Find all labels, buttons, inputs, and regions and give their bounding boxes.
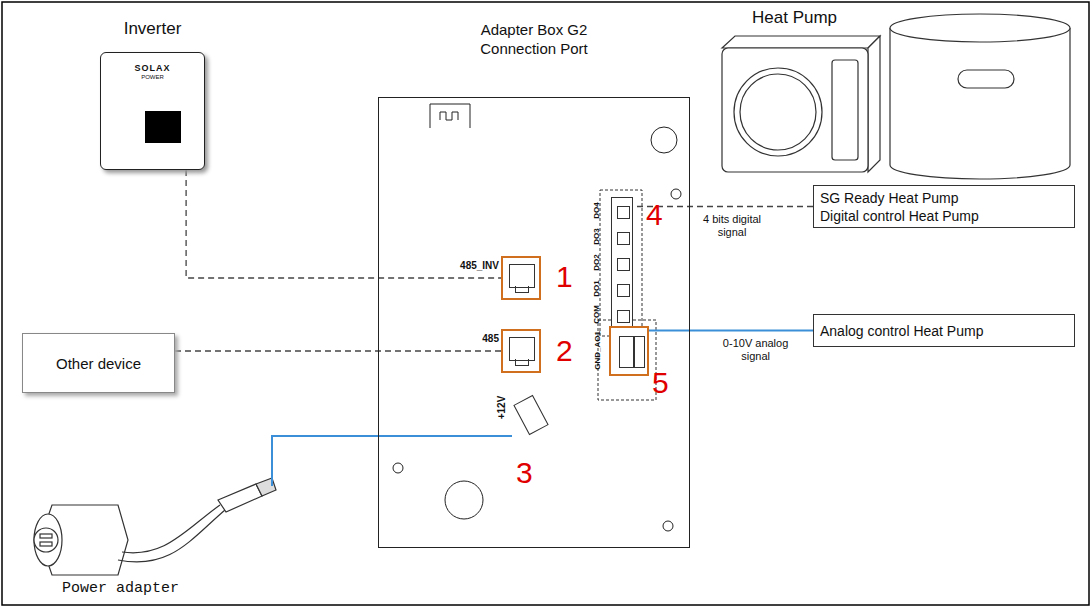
port-label: 485_INV <box>460 260 499 271</box>
inverter-box: InverterSOLAXPOWER <box>100 52 205 170</box>
power-jack: +12V <box>506 396 546 434</box>
power-adapter-illustration <box>118 510 225 562</box>
power-adapter-illustration <box>34 514 62 566</box>
signal-label: 0-10V analog signal <box>718 336 794 364</box>
terminal-slot <box>617 258 630 271</box>
heat-pump-illustration <box>890 28 1070 179</box>
signal-label: 4 bits digital signal <box>691 212 773 240</box>
port-label: 485 <box>482 333 499 344</box>
terminal-slot <box>617 206 630 219</box>
node-text: Analog control Heat Pump <box>820 323 983 339</box>
board-details <box>671 189 681 199</box>
heat-pump-illustration <box>958 70 1014 88</box>
illustration-label: Heat Pump <box>752 8 837 28</box>
jack-socket <box>509 264 535 288</box>
power-adapter-illustration <box>34 528 58 552</box>
terminal-slot <box>617 310 630 323</box>
jack-clip <box>515 359 529 366</box>
heat-pump-illustration <box>734 68 822 156</box>
adapter-board: Adapter Box G2 Connection Port485_INV485… <box>378 97 690 548</box>
heat-pump-illustration <box>832 60 858 160</box>
port-label: +12V <box>496 396 507 420</box>
power-adapter-illustration <box>40 542 52 546</box>
node-text: SG Ready Heat Pump <box>820 189 1068 207</box>
terminal-slot <box>617 284 630 297</box>
terminal-outline <box>600 190 642 336</box>
heat-pump-box: Analog control Heat Pump <box>813 314 1075 347</box>
node-text: Other device <box>56 355 141 372</box>
node-heading: Inverter <box>124 19 182 39</box>
jack-clip <box>515 286 529 293</box>
power-adapter-illustration <box>122 505 220 553</box>
signal-cable <box>175 350 501 351</box>
pin-label: DO2 <box>592 253 601 273</box>
signal-cable <box>649 330 813 332</box>
brand-logo: SOLAX <box>134 63 170 73</box>
heat-pump-illustration <box>722 48 868 172</box>
board-details <box>430 104 470 128</box>
pin-label: DO1 <box>592 279 601 299</box>
heat-pump-illustration <box>722 14 1070 179</box>
node-text: Digital control Heat Pump <box>820 207 1068 225</box>
power-adapter-illustration <box>34 478 276 575</box>
board-details <box>393 463 403 473</box>
terminal-slot <box>633 336 645 368</box>
heat-pump-illustration <box>890 14 1070 42</box>
pin-label: GND_AO1 <box>593 331 602 371</box>
board-details <box>663 521 673 531</box>
callout-number: 1 <box>556 262 573 292</box>
board-details <box>393 104 681 531</box>
pin-label: COM <box>592 305 601 325</box>
illustration-label: Power adapter <box>62 580 179 597</box>
analog-terminal: GND_AO1 <box>609 326 649 376</box>
heat-pump-illustration <box>740 74 816 150</box>
jack-socket <box>509 337 535 361</box>
heat-pump-illustration <box>722 36 880 48</box>
digital-terminal: DO4DO3DO2DO1COM <box>611 197 633 331</box>
node-heading: Adapter Box G2 Connection Port <box>464 20 604 58</box>
callout-number: 2 <box>556 336 573 366</box>
board-details <box>445 481 483 519</box>
brand-logo: POWER <box>141 74 164 80</box>
display-screen <box>145 111 181 143</box>
power-adapter-illustration <box>40 534 52 538</box>
callout-number: 5 <box>652 368 669 398</box>
board-details <box>440 112 458 120</box>
terminal-outline <box>598 320 656 400</box>
power-adapter-illustration <box>218 484 262 512</box>
heat-pump-illustration <box>868 36 880 172</box>
terminal-slot <box>617 232 630 245</box>
heat-pump-box: SG Ready Heat PumpDigital control Heat P… <box>813 185 1075 228</box>
callout-number: 4 <box>646 200 663 230</box>
board-details <box>651 127 677 153</box>
pin-label: DO4 <box>592 201 601 221</box>
callout-number: 3 <box>516 458 533 488</box>
power-cable <box>272 436 512 486</box>
signal-cable <box>186 170 501 278</box>
dc-jack <box>513 395 548 435</box>
rj45-port: 485_INV <box>501 256 541 300</box>
rj45-port: 485 <box>501 329 541 373</box>
pin-label: DO3 <box>592 227 601 247</box>
device-box: Other device <box>22 333 175 393</box>
